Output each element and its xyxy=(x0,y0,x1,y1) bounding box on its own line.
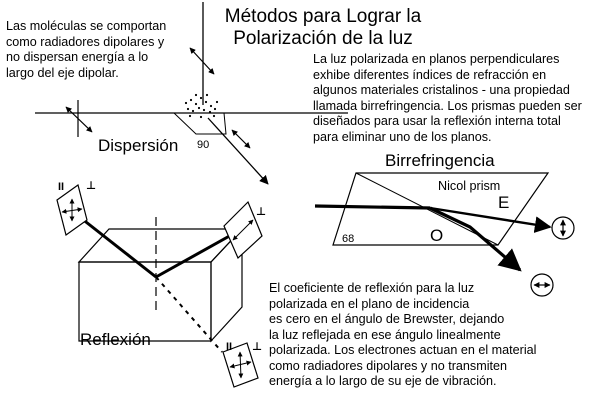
par-symbol-incident: II xyxy=(58,181,65,193)
polarization-arrow-left xyxy=(65,106,93,133)
e-ray xyxy=(429,206,552,233)
incident-ray xyxy=(314,204,431,210)
reflection-note: El coeficiente de reflexión para la luz … xyxy=(269,281,537,388)
birefringence-label: Birrefringencia xyxy=(385,151,495,170)
o-ray xyxy=(429,206,522,272)
perp-symbol-reflected: ⊥ xyxy=(256,206,267,218)
reflection-diagram xyxy=(56,184,263,388)
incident-ray xyxy=(71,209,157,279)
polarization-arrow-right xyxy=(231,129,251,149)
birefringence-diagram xyxy=(314,172,575,297)
scattering-plane xyxy=(172,112,227,135)
refracted-ray xyxy=(155,276,223,353)
scattering-label: Dispersión xyxy=(98,136,179,155)
birefringence-note: La luz polarizada en planos perpendicula… xyxy=(313,52,582,144)
o-ray-label: O xyxy=(430,226,444,245)
scattering-diagram xyxy=(35,2,348,185)
scattering-angle: 90 xyxy=(197,139,210,151)
prism-label: Nicol prism xyxy=(438,179,501,193)
perp-symbol-transmitted: ⊥ xyxy=(252,341,263,353)
scattering-note: Las moléculas se comportan como radiador… xyxy=(6,19,167,80)
e-ray-label: E xyxy=(498,193,510,212)
perp-symbol-incident: ⊥ xyxy=(86,180,97,192)
polarization-arrow-top xyxy=(189,47,215,75)
page-title: Métodos para Lograr la Polarización de l… xyxy=(224,6,422,49)
reflection-label: Reflexión xyxy=(80,330,151,349)
scattered-ray-lower-right xyxy=(207,117,269,185)
reflected-ray xyxy=(155,227,243,279)
par-symbol-transmitted: II xyxy=(226,341,233,353)
molecule-dots xyxy=(184,93,219,119)
prism-angle: 68 xyxy=(342,233,355,245)
